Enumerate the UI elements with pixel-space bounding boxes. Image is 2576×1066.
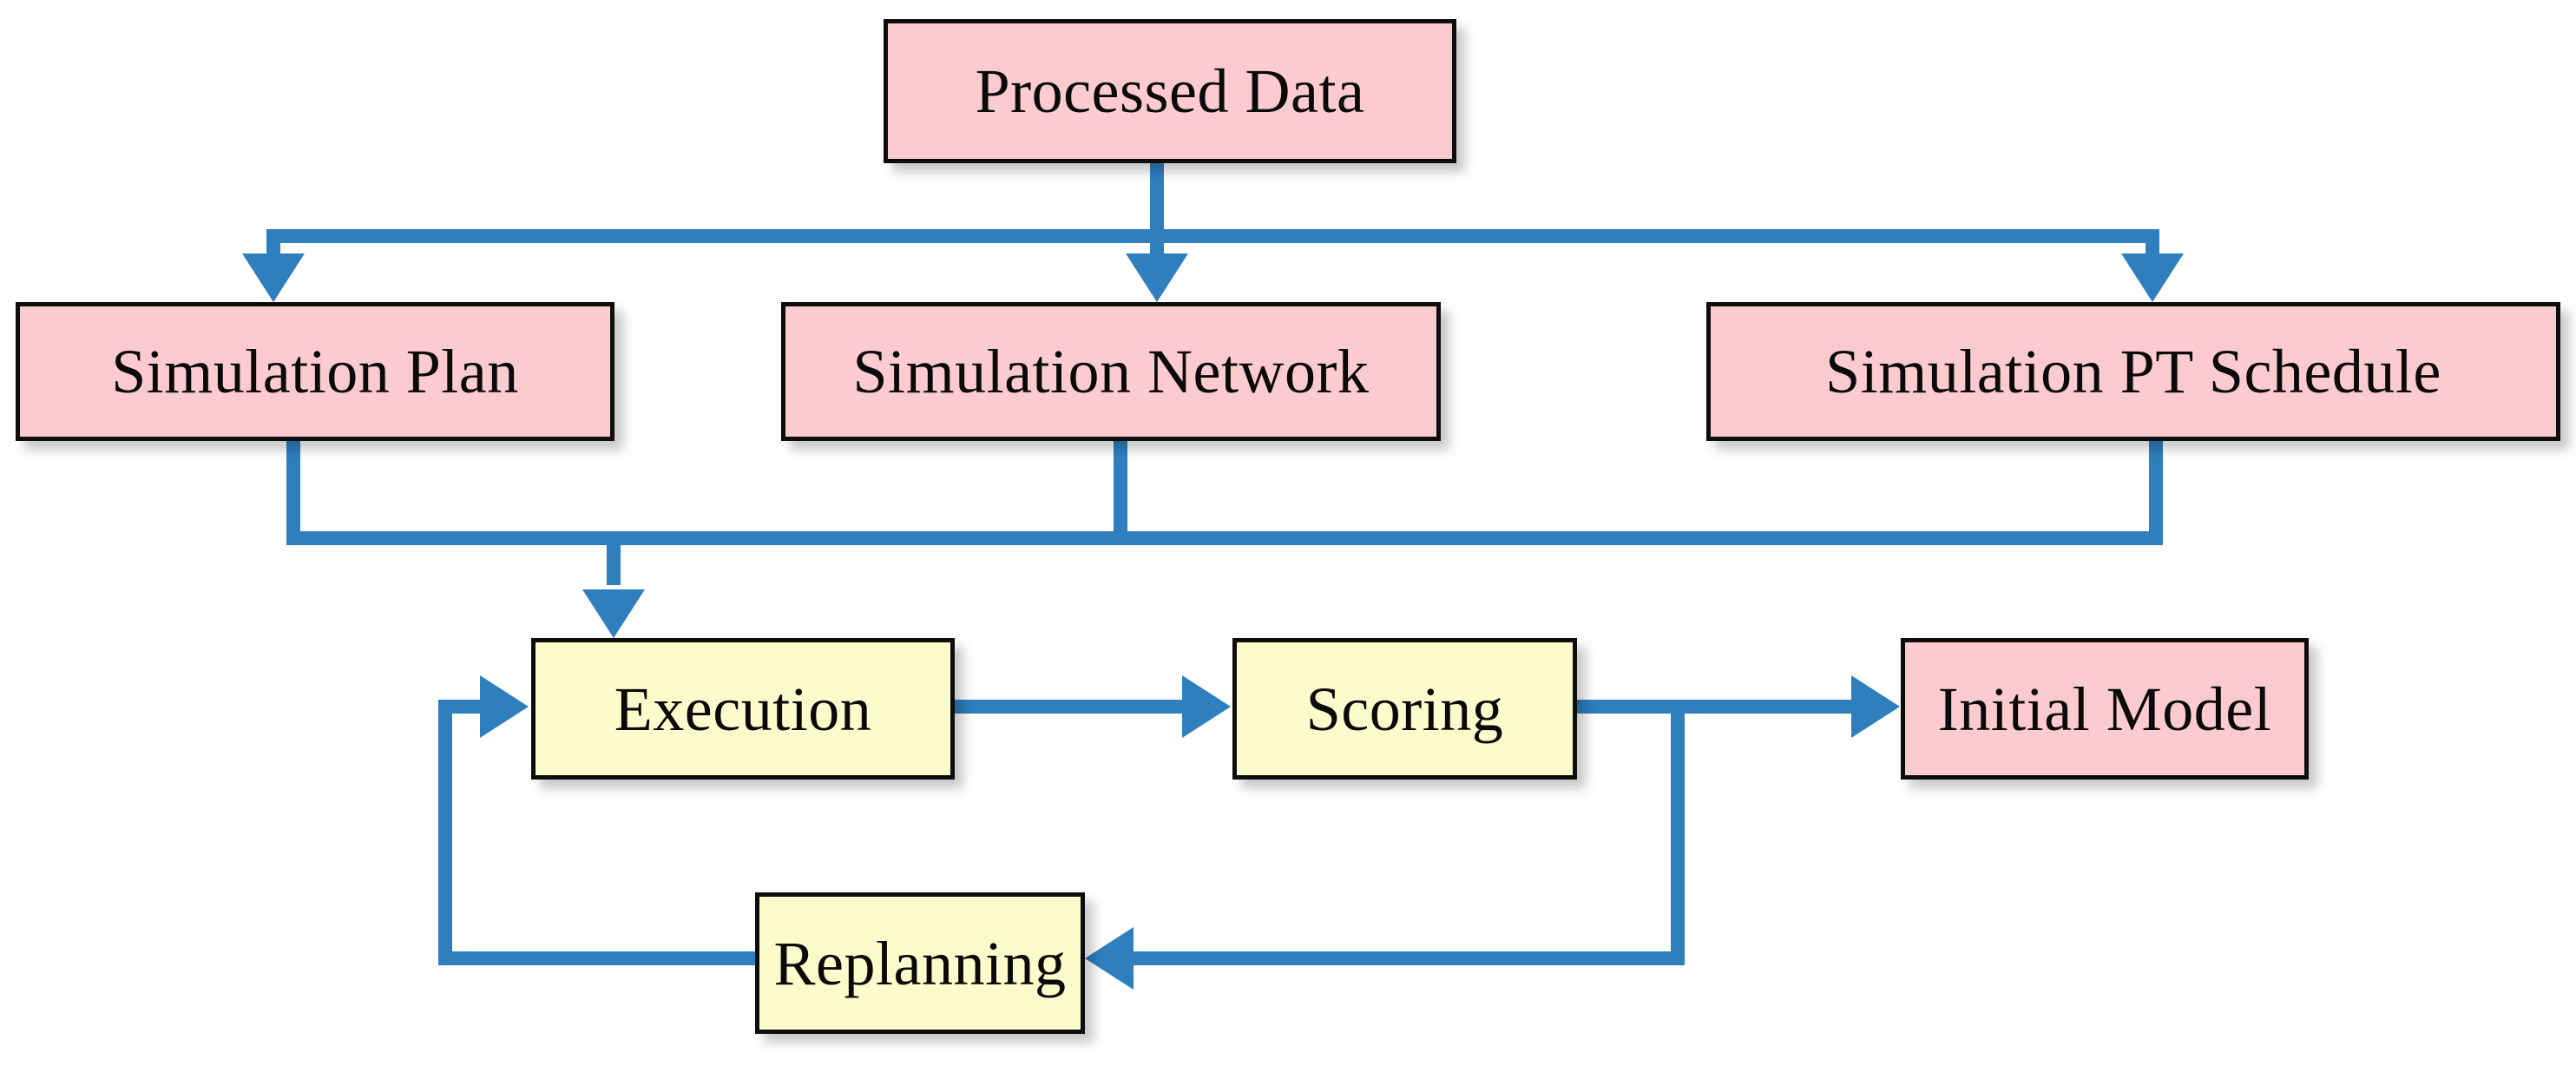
- edge-riser-simulation-pt-schedule: [2149, 441, 2163, 538]
- node-label-processed-data: Processed Data: [975, 56, 1365, 126]
- edge-replanning-loop-vertical: [438, 700, 452, 965]
- node-simulation-pt-schedule[interactable]: Simulation PT Schedule: [1706, 302, 2560, 441]
- node-scoring[interactable]: Scoring: [1232, 638, 1577, 780]
- edge-processed-data-stem: [1150, 163, 1164, 236]
- edge-top-bus: [266, 229, 2159, 243]
- node-simulation-plan[interactable]: Simulation Plan: [16, 302, 614, 441]
- edge-execution-to-scoring: [953, 700, 1184, 714]
- edge-scoring-to-initial-model: [1575, 700, 1853, 714]
- edge-riser-simulation-network: [1114, 441, 1127, 538]
- edge-replanning-loop-entry: [438, 700, 482, 714]
- arrowhead-simulation-plan: [242, 253, 305, 302]
- node-processed-data[interactable]: Processed Data: [884, 19, 1456, 163]
- node-label-simulation-pt-schedule: Simulation PT Schedule: [1825, 337, 2441, 406]
- node-label-execution: Execution: [614, 674, 872, 744]
- arrowhead-initial-model: [1851, 675, 1900, 738]
- node-execution[interactable]: Execution: [531, 638, 955, 780]
- node-replanning[interactable]: Replanning: [755, 892, 1085, 1034]
- arrowhead-scoring: [1182, 675, 1231, 738]
- edge-replanning-loop-horizontal: [438, 951, 758, 965]
- node-simulation-network[interactable]: Simulation Network: [781, 302, 1441, 441]
- node-label-initial-model: Initial Model: [1937, 674, 2272, 744]
- node-label-simulation-network: Simulation Network: [852, 337, 1370, 406]
- arrowhead-replanning: [1085, 927, 1134, 990]
- arrowhead-execution-top: [582, 589, 645, 638]
- arrowhead-simulation-network: [1126, 253, 1188, 302]
- node-label-replanning: Replanning: [773, 928, 1067, 998]
- node-label-simulation-plan: Simulation Plan: [111, 337, 519, 406]
- edge-riser-simulation-plan: [286, 441, 300, 538]
- arrowhead-simulation-pt-schedule: [2121, 253, 2184, 302]
- edge-merge-bus: [286, 531, 2163, 545]
- edge-drop-execution: [607, 531, 621, 585]
- edge-scoring-feedback-horizontal: [1134, 951, 1685, 965]
- node-label-scoring: Scoring: [1305, 674, 1504, 744]
- node-initial-model[interactable]: Initial Model: [1901, 638, 2309, 780]
- edge-scoring-feedback-vertical: [1671, 700, 1685, 965]
- arrowhead-execution-left: [480, 675, 529, 738]
